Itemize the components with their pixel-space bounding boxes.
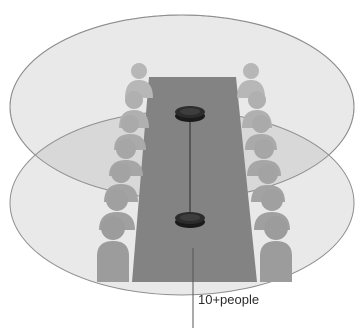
person-icon [260,216,292,282]
speakerphone-icon [175,106,205,122]
speakerphone-icon [175,212,205,228]
person-icon [97,216,129,282]
capacity-label: 10+people [198,292,259,307]
